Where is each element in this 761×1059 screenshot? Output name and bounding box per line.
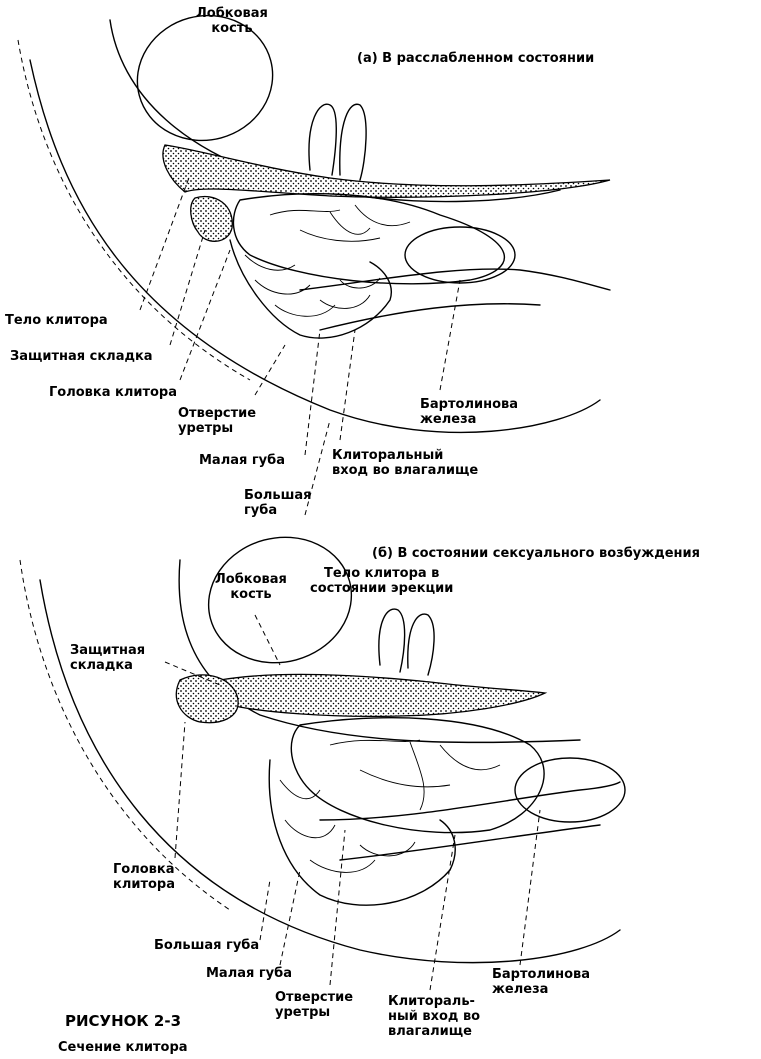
panel-a-label-labia-majora: Большая губа: [244, 488, 312, 518]
panel-a-label-protective-fold: Защитная складка: [10, 349, 153, 364]
panel-b-label-vaginal-entrance: Клитораль- ный вход во влагалище: [388, 994, 480, 1039]
panel-b-label-labia-majora: Большая губа: [154, 938, 259, 953]
panel-a-label-vaginal-entrance: Клиторальный вход во влагалище: [332, 448, 478, 478]
panel-b-label-clitoris-body-erect: Тело клитора в состоянии эрекции: [310, 566, 453, 596]
panel-a-vessels: [270, 205, 410, 241]
panel-a-upper-shape-1: [309, 104, 336, 175]
panel-b-label-pubic-bone: Лобковая кость: [215, 572, 287, 602]
panel-b-vaginal-channel: [320, 782, 620, 820]
panel-b-title: (б) В состоянии сексуального возбуждения: [372, 546, 700, 561]
panel-a-label-clitoris-head: Головка клитора: [49, 385, 177, 400]
panel-b-label-clitoris-head: Головка клитора: [113, 862, 175, 892]
panel-b-vaginal-channel-lower: [340, 825, 600, 860]
panel-b-outer-dashed: [20, 560, 230, 910]
panel-b-vessels: [330, 740, 500, 810]
panel-a-label-bartholin-gland: Бартолинова железа: [420, 397, 518, 427]
panel-b-upper-shape-2: [408, 614, 434, 675]
figure-caption: Сечение клитора: [58, 1040, 188, 1055]
panel-a-clitoris-head: [191, 197, 233, 242]
panel-a-drawing: [18, 1, 610, 515]
panel-b-clitoris-body: [216, 674, 545, 716]
panel-a-label-clitoris-body: Тело клитора: [5, 313, 108, 328]
panel-a-label-urethra-opening: Отверстие уретры: [178, 406, 256, 436]
panel-b-outer-contour: [40, 580, 620, 963]
panel-a-label-labia-minora: Малая губа: [199, 453, 285, 468]
panel-a-bartholin-gland: [405, 227, 515, 283]
panel-b-upper-shape-1: [379, 609, 405, 672]
panel-b-leaders: [165, 615, 540, 990]
panel-b-label-protective-fold: Защитная складка: [70, 643, 145, 673]
panel-b-label-labia-minora: Малая губа: [206, 966, 292, 981]
panel-b-label-urethra-opening: Отверстие уретры: [275, 990, 353, 1020]
panel-b-bartholin-gland: [515, 758, 625, 822]
panel-a-label-pubic-bone: Лобковая кость: [196, 6, 268, 36]
panel-a-title: (а) В расслабленном состоянии: [357, 51, 594, 66]
panel-a-clitoris-body: [163, 145, 610, 197]
figure-number: РИСУНОК 2-3: [65, 1014, 181, 1029]
panel-b-gland: [291, 718, 544, 833]
panel-a-upper-shape-2: [340, 104, 366, 180]
panel-b-label-bartholin-gland: Бартолинова железа: [492, 967, 590, 997]
